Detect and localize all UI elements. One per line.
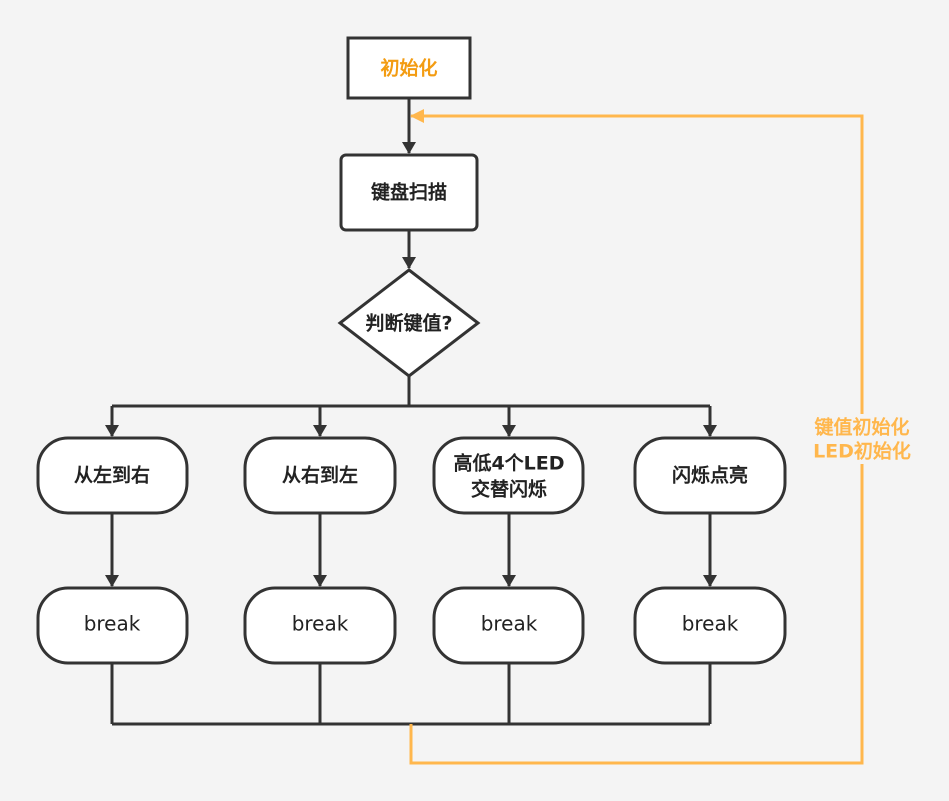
break-4-label: break [682, 612, 739, 636]
loop-label-background [812, 414, 912, 464]
loop-label-line1: 键值初始化 [813, 416, 909, 439]
break-4-box [633, 586, 787, 665]
node-init: 初始化 [346, 36, 472, 100]
break-2-label: break [292, 612, 349, 636]
break-1-label: break [84, 612, 141, 636]
node-break-1: break [36, 586, 189, 665]
flash-light-box [633, 436, 787, 515]
alternate-flash-label-line1: 高低4个LED [453, 452, 564, 475]
left-to-right-box [36, 436, 189, 515]
init-label: 初始化 [380, 57, 437, 80]
node-break-4: break [633, 586, 787, 665]
node-left-to-right: 从左到右 [36, 436, 189, 515]
loop-label: 键值初始化 LED初始化 [812, 414, 912, 464]
right-to-left-label: 从右到左 [282, 464, 358, 487]
node-break-2: break [243, 586, 397, 665]
alternate-flash-box [432, 436, 585, 515]
alternate-flash-label-line2: 交替闪烁 [471, 478, 547, 501]
node-judge: 判断键值? [337, 268, 481, 378]
judge-diamond [337, 268, 481, 378]
right-to-left-box [243, 436, 397, 515]
break-3-label: break [481, 612, 538, 636]
scan-label: 键盘扫描 [370, 181, 447, 204]
loop-back-connector [409, 109, 864, 765]
break-3-box [432, 586, 585, 665]
node-scan: 键盘扫描 [339, 153, 479, 232]
node-break-3: break [432, 586, 585, 665]
node-alternate-flash: 高低4个LED 交替闪烁 [432, 436, 585, 515]
node-right-to-left: 从右到左 [243, 436, 397, 515]
break-1-box [36, 586, 189, 665]
flash-light-label: 闪烁点亮 [672, 464, 748, 487]
break-2-box [243, 586, 397, 665]
loop-back-line [409, 109, 864, 765]
left-to-right-label: 从左到右 [74, 464, 150, 487]
loop-label-line2: LED初始化 [813, 440, 911, 463]
judge-label: 判断键值? [365, 312, 452, 335]
node-flash-light: 闪烁点亮 [633, 436, 787, 515]
scan-box [339, 153, 479, 232]
init-box [346, 36, 472, 100]
